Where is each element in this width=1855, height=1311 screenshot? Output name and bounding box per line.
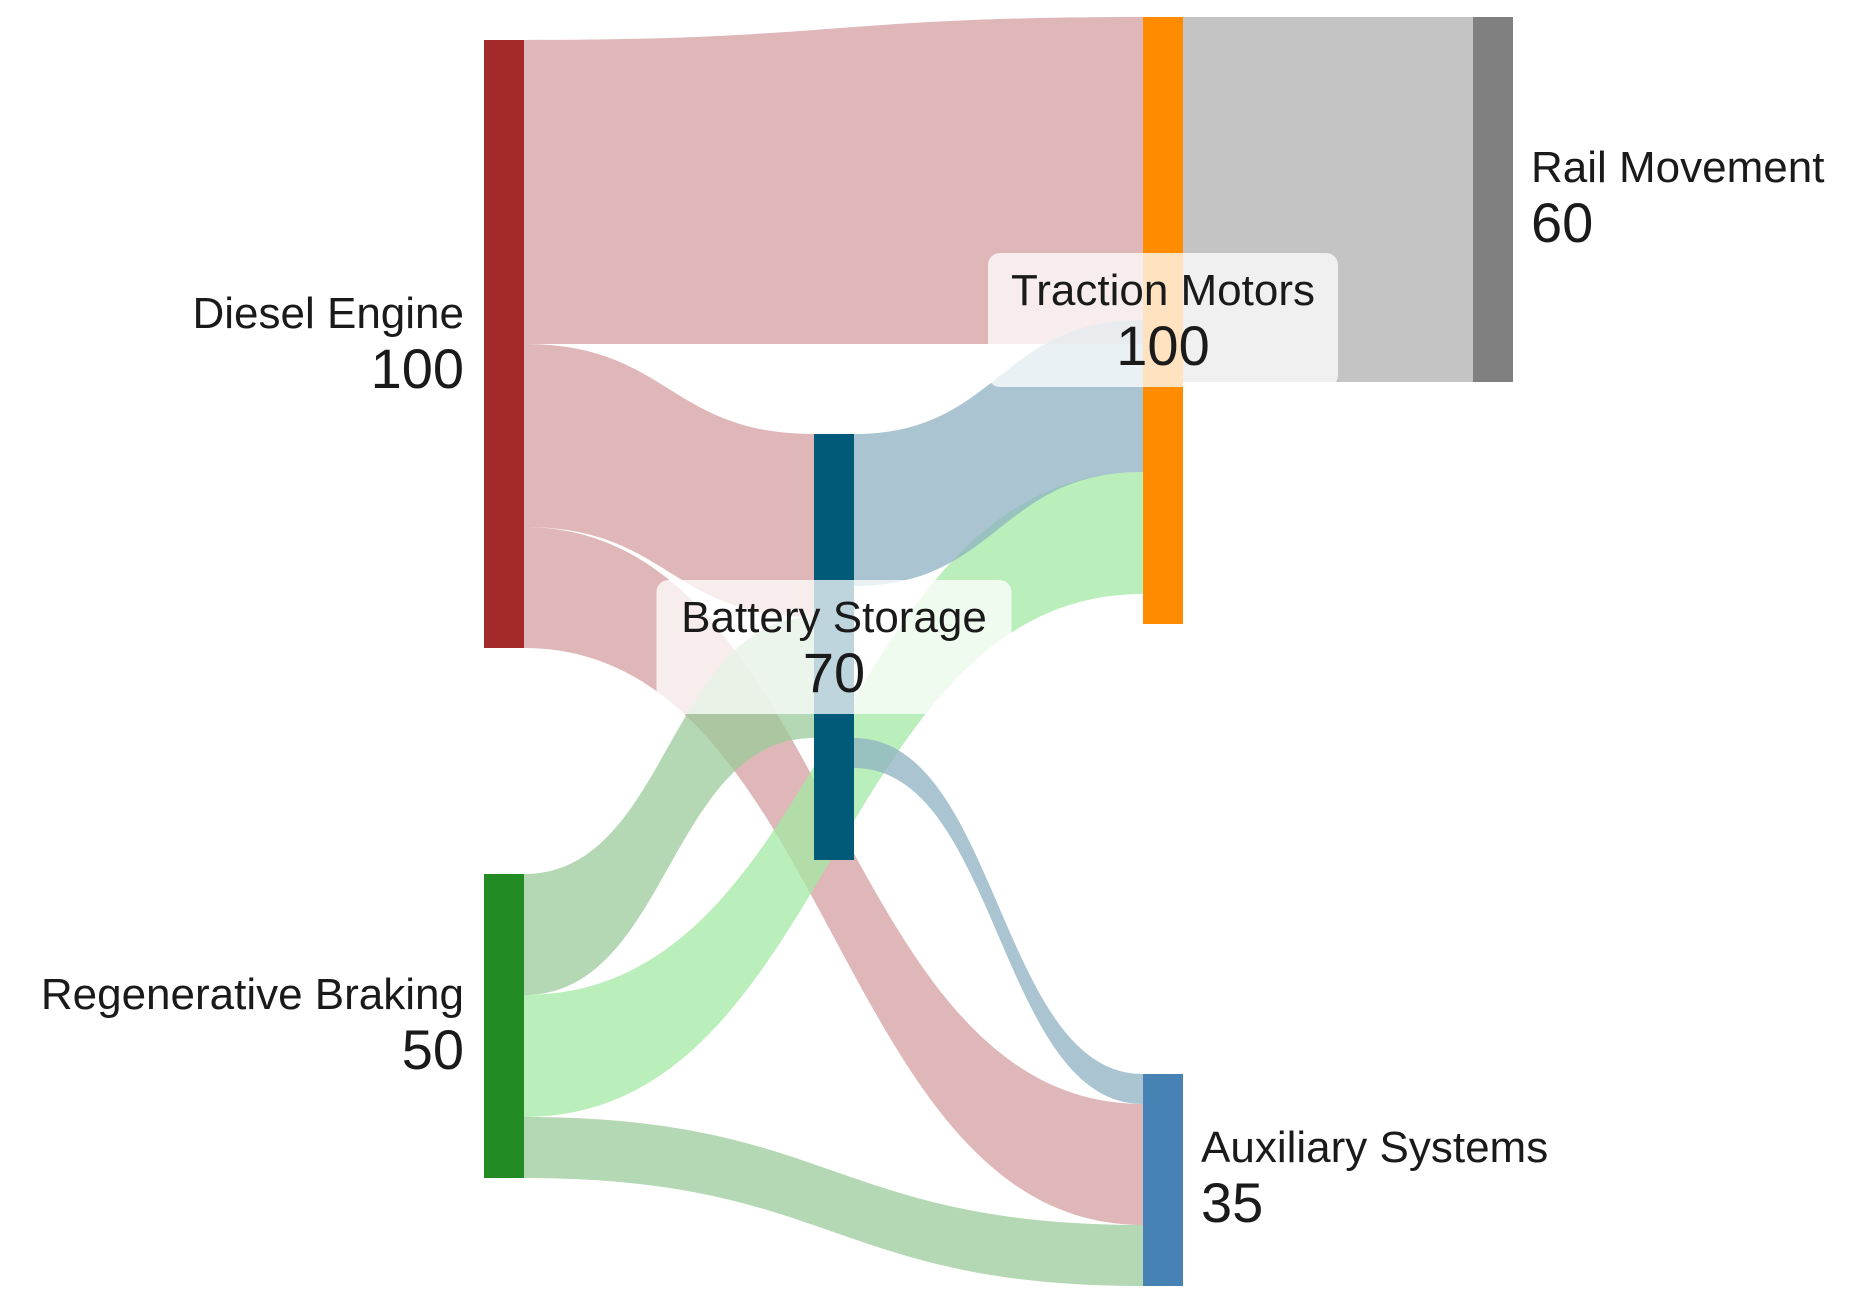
node-name-aux: Auxiliary Systems <box>1201 1123 1548 1172</box>
link-battery-to-aux <box>854 738 1143 1104</box>
node-value-diesel: 100 <box>371 337 464 400</box>
node-value-battery: 70 <box>803 641 865 704</box>
node-name-traction: Traction Motors <box>1011 266 1315 315</box>
node-name-battery: Battery Storage <box>681 593 987 642</box>
node-regen <box>484 874 524 1178</box>
link-diesel-to-traction <box>524 17 1143 344</box>
nodes-layer <box>484 17 1513 1286</box>
node-aux <box>1143 1074 1183 1286</box>
node-name-diesel: Diesel Engine <box>193 289 465 338</box>
node-value-rail: 60 <box>1531 191 1593 254</box>
node-diesel <box>484 40 524 648</box>
node-value-regen: 50 <box>402 1018 464 1081</box>
node-rail <box>1473 17 1513 382</box>
node-value-traction: 100 <box>1116 314 1209 377</box>
node-value-aux: 35 <box>1201 1171 1263 1234</box>
node-name-regen: Regenerative Braking <box>41 970 464 1019</box>
link-regen-to-aux <box>524 1117 1143 1286</box>
node-label-bg-traction <box>988 253 1338 387</box>
node-label-bg-battery <box>656 580 1012 714</box>
node-name-rail: Rail Movement <box>1531 143 1824 192</box>
link-diesel-to-battery <box>524 344 814 617</box>
